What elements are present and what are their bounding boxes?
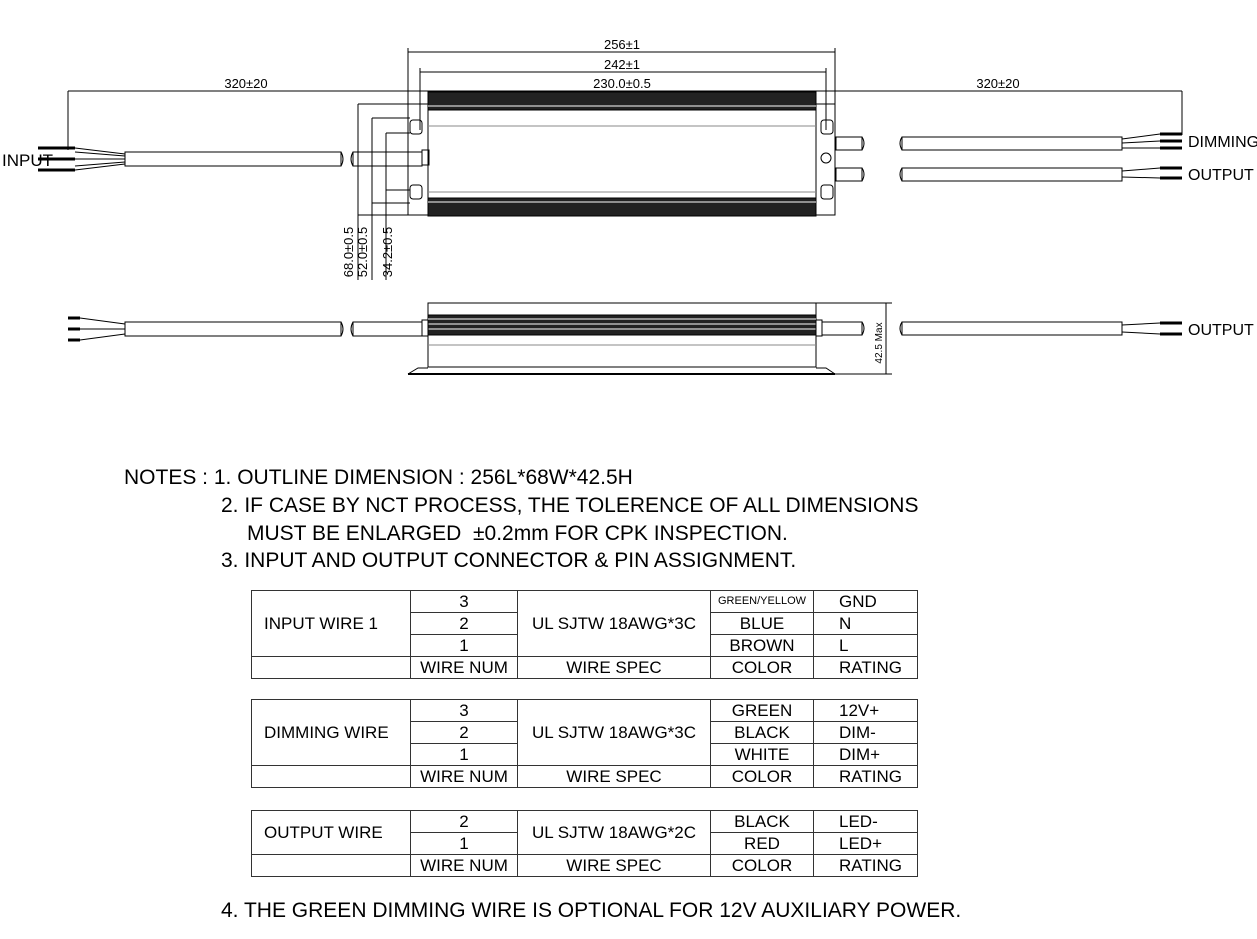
input-wire-rating-1: L [813,634,918,657]
note-line-3: MUST BE ENLARGED ±0.2mm FOR CPK INSPECTI… [247,522,788,545]
mechanical-drawing: 256±1 242±1 230.0±0.5 320±20 320±20 68.0… [2,37,1257,375]
dim-body-length: 230.0±0.5 [593,76,651,91]
dim-output-cable: 320±20 [976,76,1019,91]
dim-input-cable: 320±20 [224,76,267,91]
dimming-header-spec: WIRE SPEC [517,765,711,788]
label-output-side: OUTPUT [1188,322,1254,339]
dimming-wire-rating-2: DIM- [813,721,918,744]
note-line-4: 3. INPUT AND OUTPUT CONNECTOR & PIN ASSI… [221,549,797,572]
note-line-1: NOTES : 1. OUTLINE DIMENSION : 256L*68W*… [124,466,633,489]
label-output-top: OUTPUT [1188,167,1254,184]
dim-overall-length: 256±1 [604,37,640,52]
input-header-spec: WIRE SPEC [517,656,711,679]
output-wire-spec: UL SJTW 18AWG*2C [517,810,711,855]
dimming-header-color: COLOR [710,765,814,788]
top-output-cables [835,132,1182,182]
dim-height: 42.5 Max [874,322,885,363]
dimension-lines [67,48,1183,280]
input-wire-color-2: BLUE [710,612,814,635]
output-wire-num-1: 1 [410,832,518,855]
input-wire-color-1: BROWN [710,634,814,657]
output-wire-rating-1: LED+ [813,832,918,855]
output-wire-num-2: 2 [410,810,518,833]
dimming-wire-color-2: BLACK [710,721,814,744]
dim-width-3: 34.2±0.5 [380,227,395,278]
note-line-5: 4. THE GREEN DIMMING WIRE IS OPTIONAL FO… [221,899,962,922]
input-wire-table: INPUT WIRE 1 3 UL SJTW 18AWG*3C GREEN/YE… [251,590,918,679]
input-wire-rating-2: N [813,612,918,635]
dimming-wire-num-2: 2 [410,721,518,744]
dimming-wire-table: DIMMING WIRE 3 UL SJTW 18AWG*3C GREEN 12… [251,699,918,788]
side-view-body [407,302,892,375]
label-input: INPUT [2,151,53,170]
dimming-wire-label: DIMMING WIRE [251,699,411,766]
label-dimming: DIMMING [1188,134,1257,151]
side-output-cable [821,321,1182,336]
dimming-header-rating: RATING [813,765,918,788]
dimming-wire-rating-3: 12V+ [813,699,918,722]
dimming-wire-spec: UL SJTW 18AWG*3C [517,699,711,766]
dimming-header-num: WIRE NUM [410,765,518,788]
input-header-num: WIRE NUM [410,656,518,679]
note-line-2: 2. IF CASE BY NCT PROCESS, THE TOLERENCE… [221,494,919,517]
output-wire-rating-2: LED- [813,810,918,833]
output-header-spec: WIRE SPEC [517,854,711,877]
output-wire-table: OUTPUT WIRE 2 UL SJTW 18AWG*2C BLACK LED… [251,810,918,877]
output-header-color: COLOR [710,854,814,877]
dimming-wire-color-1: WHITE [710,743,814,766]
dim-mount-length: 242±1 [604,57,640,72]
top-input-cable [38,146,423,172]
dimming-wire-color-3: GREEN [710,699,814,722]
input-wire-num-2: 2 [410,612,518,635]
input-wire-label: INPUT WIRE 1 [251,590,411,657]
input-wire-color-3: GREEN/YELLOW [710,590,814,613]
input-wire-rating-3: GND [813,590,918,613]
side-input-cable [68,316,423,342]
output-header-num: WIRE NUM [410,854,518,877]
output-wire-label: OUTPUT WIRE [251,810,411,855]
output-wire-color-1: RED [710,832,814,855]
input-header-color: COLOR [710,656,814,679]
dimming-wire-num-1: 1 [410,743,518,766]
input-wire-num-3: 3 [410,590,518,613]
dimming-wire-num-3: 3 [410,699,518,722]
input-wire-num-1: 1 [410,634,518,657]
output-wire-color-2: BLACK [710,810,814,833]
output-header-rating: RATING [813,854,918,877]
dim-width-overall: 68.0±0.5 [341,227,356,278]
input-header-rating: RATING [813,656,918,679]
input-wire-spec: UL SJTW 18AWG*3C [517,590,711,657]
top-view-body [407,91,836,217]
dimming-wire-rating-1: DIM+ [813,743,918,766]
dim-width-2: 52.0±0.5 [355,227,370,278]
